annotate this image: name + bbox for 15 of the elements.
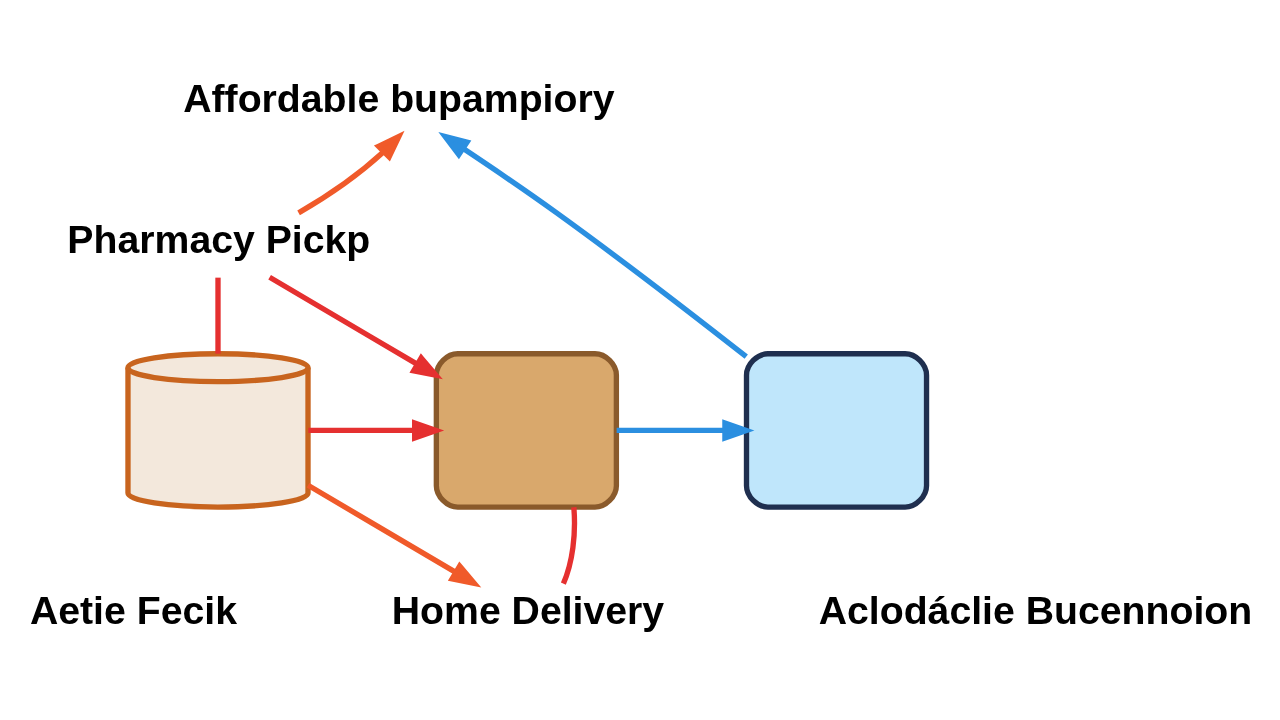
arrow [297,130,405,216]
arrow [438,132,748,359]
connector [215,277,221,354]
arrow [268,274,443,380]
arrow [308,419,445,442]
node-box [743,351,930,510]
node-text: Affordable bupampiory [183,77,615,121]
node-box [433,351,620,510]
node-text: Pharmacy Pickp [67,218,371,262]
node-text: Aclodáclie Bucennoion [818,588,1253,632]
arrow [616,419,755,442]
node-text: Home Delivery [391,588,665,632]
node-text: Aetie Fecik [29,588,237,632]
arrow [306,482,482,588]
connector [560,507,578,585]
